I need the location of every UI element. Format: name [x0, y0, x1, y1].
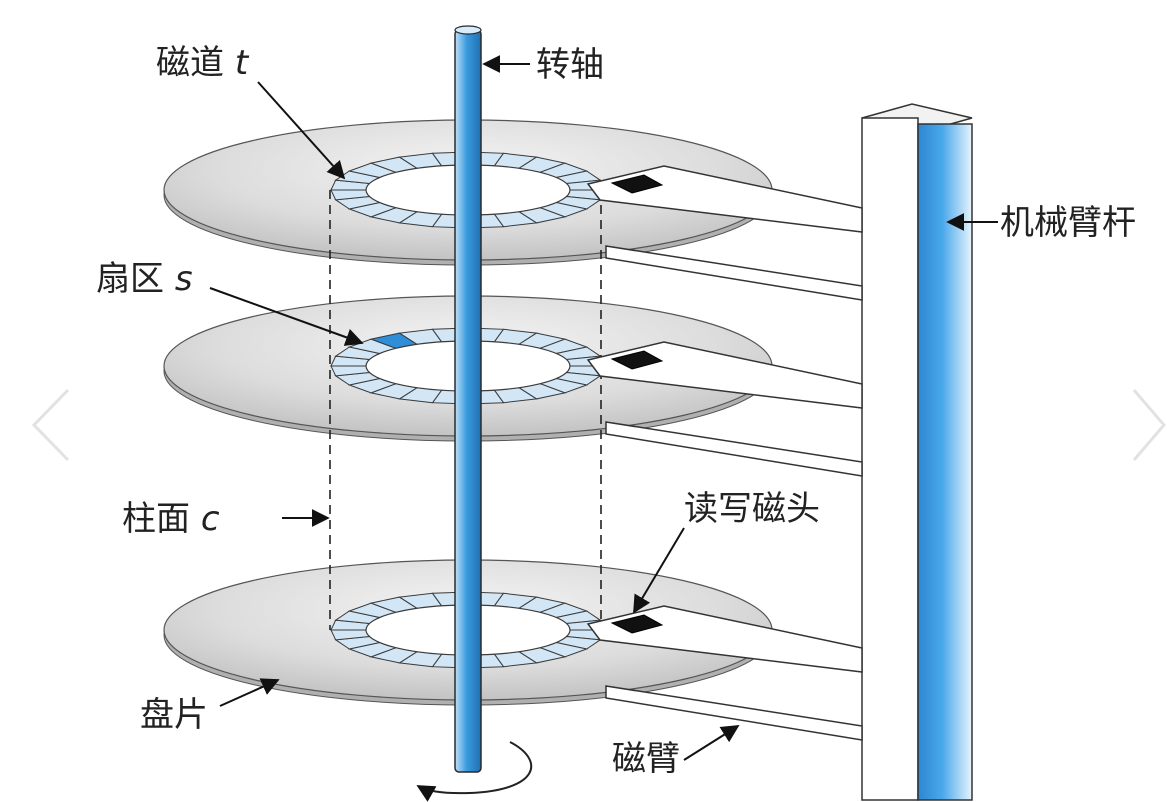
prev-image-button[interactable]: [20, 375, 80, 475]
rotation-arrow-icon: [416, 741, 533, 802]
head-label: 读写磁头: [684, 489, 820, 529]
read-write-arm: [586, 165, 863, 301]
spindle-label: 转轴: [536, 45, 604, 85]
read-write-arm: [586, 605, 863, 741]
track-ring: [330, 151, 606, 229]
platter-pointer: [219, 678, 280, 707]
sector-label: 扇区 s: [96, 259, 193, 299]
read-write-head: [610, 614, 664, 634]
next-image-button[interactable]: [1105, 375, 1166, 475]
sector-pointer: [209, 287, 364, 346]
arm-pointer: [683, 725, 740, 761]
actuator-column: [861, 103, 973, 801]
arm-label: 磁臂: [612, 739, 680, 779]
chevron-left-icon: [31, 388, 70, 462]
spindle: [454, 25, 482, 773]
platter-label: 盘片: [140, 695, 208, 735]
read-write-head: [610, 350, 664, 370]
read-write-head: [610, 174, 664, 194]
head-pointer: [633, 527, 685, 614]
cylinder-outline: [329, 190, 602, 630]
cylinder-label: 柱面 c: [122, 499, 220, 539]
lower-arm: [605, 245, 863, 301]
arm-assembly: [586, 165, 863, 741]
track-label: 磁道 t: [156, 43, 250, 83]
read-write-arm: [586, 341, 863, 477]
track-pointer: [257, 81, 346, 180]
lower-arm: [605, 421, 863, 477]
lower-arm: [605, 685, 863, 741]
actuator-label: 机械臂杆: [1000, 203, 1136, 243]
chevron-right-icon: [1132, 389, 1166, 461]
